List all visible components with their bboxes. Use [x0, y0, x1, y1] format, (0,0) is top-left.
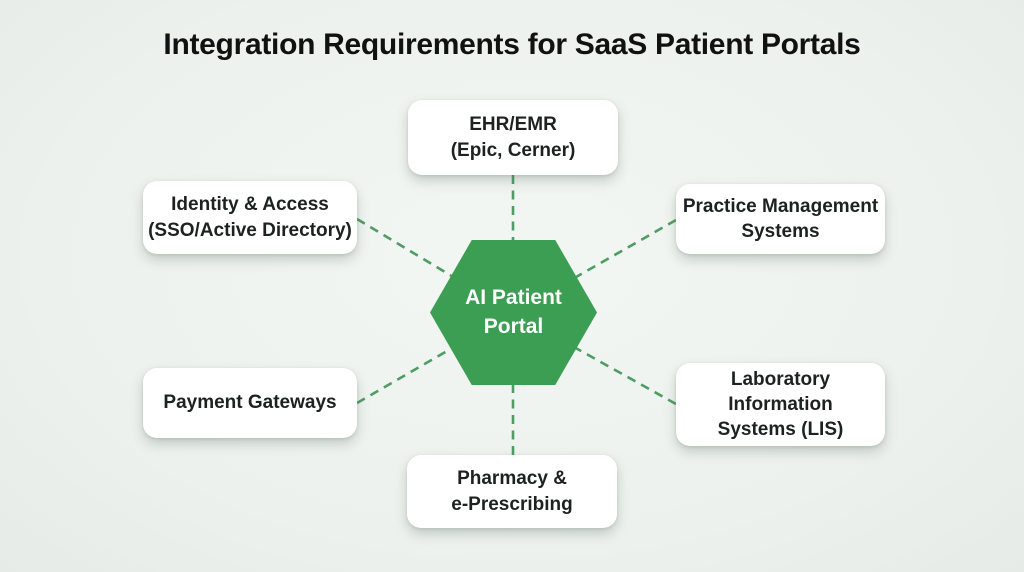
center-node-label: AI Patient Portal	[465, 286, 562, 338]
node-label-pharmacy-eprescribing: Pharmacy & e-Prescribing	[451, 468, 573, 515]
page-title: Integration Requirements for SaaS Patien…	[163, 28, 861, 61]
node-label-identity-access: Identity & Access (SSO/Active Directory)	[148, 194, 352, 241]
node-card-laboratory-information: Laboratory Information Systems (LIS)	[676, 363, 885, 446]
node-card-payment-gateways: Payment Gateways	[143, 368, 357, 438]
node-label-laboratory-information: Laboratory Information Systems (LIS)	[717, 368, 844, 441]
node-card-practice-management: Practice Management Systems	[676, 184, 885, 254]
node-card-pharmacy-eprescribing: Pharmacy & e-Prescribing	[407, 455, 617, 528]
node-label-payment-gateways: Payment Gateways	[163, 392, 337, 414]
node-card-identity-access: Identity & Access (SSO/Active Directory)	[143, 181, 357, 254]
node-label-ehr-emr: EHR/EMR (Epic, Cerner)	[450, 114, 576, 161]
node-label-practice-management: Practice Management Systems	[682, 195, 879, 242]
node-card-ehr-emr: EHR/EMR (Epic, Cerner)	[408, 100, 618, 175]
